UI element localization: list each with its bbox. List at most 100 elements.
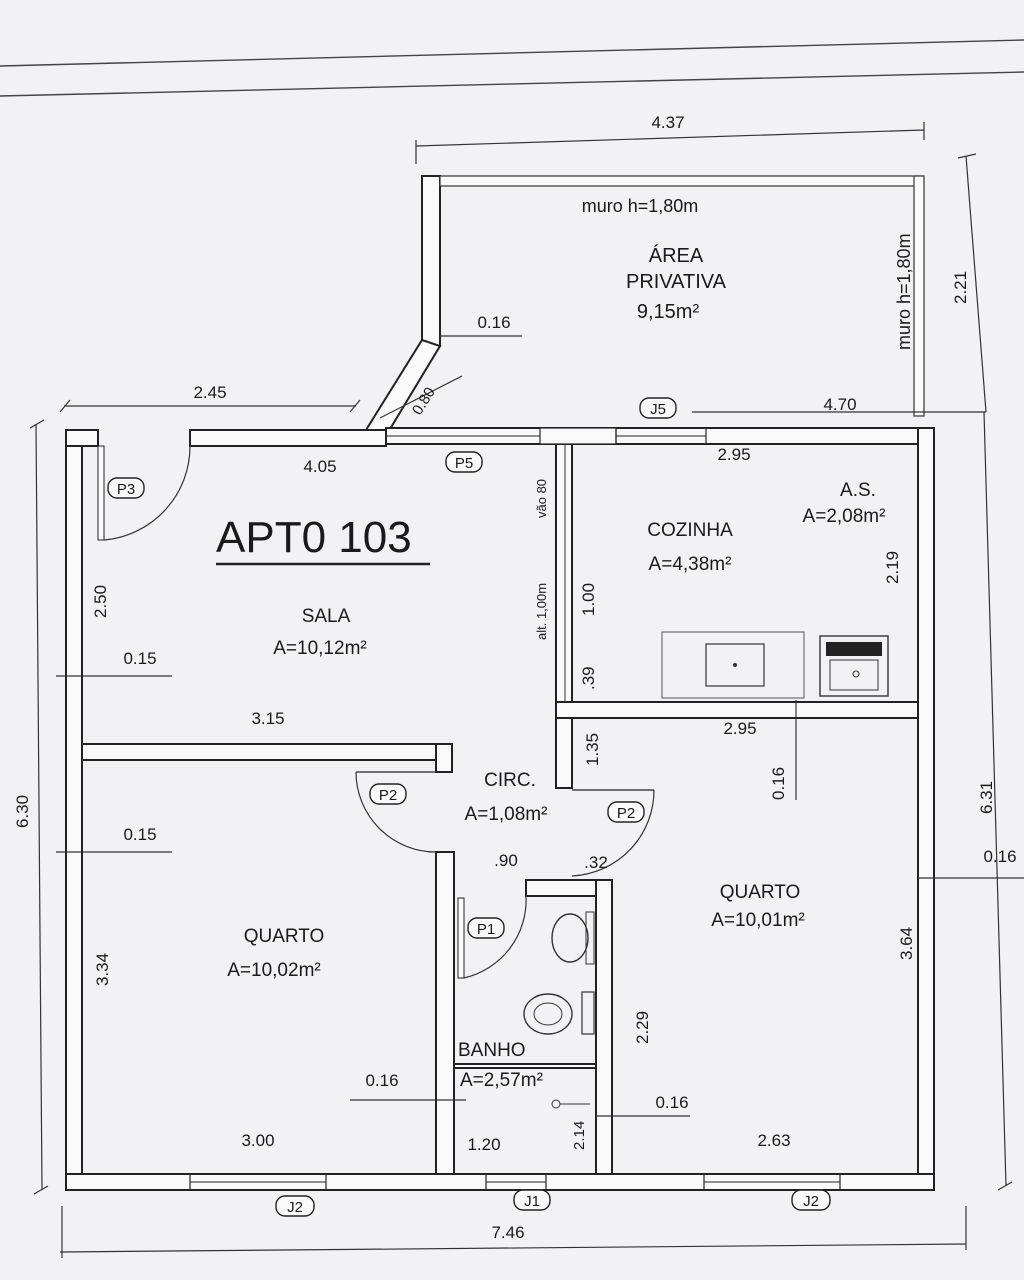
toilet-icon	[523, 993, 573, 1035]
cozinha-name: COZINHA	[647, 520, 733, 541]
quarto-left-name: QUARTO	[244, 926, 325, 947]
banho-area: A=2,57m²	[460, 1070, 543, 1091]
area-privativa-name-1: ÁREA	[649, 244, 704, 267]
dim-300: 3.00	[241, 1131, 274, 1150]
muro-right	[913, 175, 925, 417]
dim-016-right: 0.16	[983, 847, 1016, 866]
as-name: A.S.	[840, 480, 876, 501]
area-privativa-area: 9,15m²	[637, 301, 700, 323]
dim-line	[415, 129, 925, 147]
dim-tick	[957, 153, 977, 159]
kitchen-counter	[661, 631, 805, 699]
dim-39: .39	[579, 666, 598, 690]
tag-p1	[467, 917, 505, 939]
dim-229: 2.29	[633, 1011, 652, 1044]
dim-334: 3.34	[93, 953, 112, 986]
tag-p2-left	[369, 783, 407, 805]
windows	[189, 427, 841, 1191]
quarto-left-area: A=10,02m²	[227, 960, 320, 981]
tag-j2-left-label: J2	[287, 1199, 303, 1216]
dim-100: 1.00	[579, 583, 598, 616]
dim-016-bath: 0.16	[365, 1071, 398, 1090]
sala-name: SALA	[302, 606, 351, 627]
tag-p2-right-label: P2	[617, 805, 635, 822]
dim-32: .32	[584, 853, 608, 872]
door-leaf-p1	[457, 897, 465, 979]
dim-470: 4.70	[823, 395, 856, 414]
tag-p3	[107, 477, 145, 499]
shower-drain-icon	[551, 1099, 561, 1109]
dim-016-mid: 0.16	[769, 767, 788, 800]
dim-221: 2.21	[951, 271, 970, 304]
toilet-tank	[581, 991, 595, 1035]
tag-p1-label: P1	[477, 921, 495, 938]
tag-j2-right-label: J2	[803, 1193, 819, 1210]
laundry-tank-icon	[819, 635, 889, 697]
apartment-title: APT0 103	[216, 513, 412, 562]
wall	[435, 851, 455, 1175]
dim-364: 3.64	[897, 927, 916, 960]
door-leaf-p3	[97, 445, 105, 541]
circ-name: CIRC.	[484, 770, 536, 791]
tag-p2-left-label: P2	[379, 787, 397, 804]
dim-135: 1.35	[583, 733, 602, 766]
dimension-labels: 4.37 2.45 0.16 0.80 4.70 2.21 4.05 2.95 …	[13, 113, 1017, 1242]
dim-line	[379, 375, 463, 419]
wall	[917, 427, 935, 1191]
quarto-right-area: A=10,01m²	[711, 910, 804, 931]
tag-p3-label: P3	[117, 481, 135, 498]
dim-746: 7.46	[491, 1223, 524, 1242]
wall	[555, 443, 573, 703]
alt-note: alt. 1,00m	[534, 583, 549, 640]
washbasin-back	[585, 911, 595, 965]
dim-263: 2.63	[757, 1131, 790, 1150]
element-tags: P3 P5 J5 P2 P2 P1 J2 J1 J2	[107, 397, 831, 1217]
door-swing-p2-left	[355, 771, 437, 853]
drain-icon	[852, 670, 860, 678]
toilet-bowl	[533, 1002, 563, 1026]
drain-icon	[733, 663, 737, 667]
dim-245: 2.45	[193, 383, 226, 402]
dim-437: 4.37	[651, 113, 684, 132]
dim-tick	[33, 1185, 49, 1195]
banho-name: BANHO	[458, 1040, 526, 1061]
dim-015-b: 0.15	[123, 825, 156, 844]
door-swing-p2-right	[571, 789, 655, 877]
dim-tick	[349, 399, 361, 413]
vao-note: vão 80	[534, 479, 549, 518]
fixtures	[523, 631, 889, 1109]
dim-631: 6.31	[977, 781, 996, 814]
wall	[555, 717, 573, 789]
muro-top-note: muro h=1,80m	[582, 196, 699, 216]
dim-tick	[29, 419, 45, 429]
tag-p5-label: P5	[455, 455, 473, 472]
wall	[453, 1063, 597, 1069]
dim-120: 1.20	[467, 1135, 500, 1154]
wall	[189, 429, 387, 447]
wall	[421, 175, 441, 347]
tag-j2-right	[791, 1189, 831, 1211]
wall	[595, 879, 613, 1175]
dim-295-mid: 2.95	[723, 719, 756, 738]
as-area: A=2,08m²	[803, 506, 886, 527]
area-privativa-name-2: PRIVATIVA	[626, 271, 727, 293]
kitchen-sink-icon	[705, 643, 765, 687]
wall	[555, 701, 919, 719]
door-swing-p3	[103, 445, 191, 541]
dim-250: 2.50	[91, 585, 110, 618]
window-j5	[539, 427, 617, 445]
dim-315: 3.15	[251, 709, 284, 728]
sheet-border-line	[0, 39, 1024, 67]
washbasin-icon	[551, 913, 589, 963]
tag-j5	[639, 397, 677, 419]
dim-line-746	[59, 1243, 967, 1253]
dim-219: 2.19	[883, 551, 902, 584]
dim-295-top: 2.95	[717, 445, 750, 464]
tag-j2-left	[275, 1195, 315, 1217]
sala-area: A=10,12m²	[273, 638, 366, 659]
laundry-tank-basin	[829, 659, 879, 691]
tag-j5-label: J5	[650, 401, 666, 418]
laundry-tank-rim	[826, 642, 882, 656]
dim-tick	[59, 399, 71, 413]
